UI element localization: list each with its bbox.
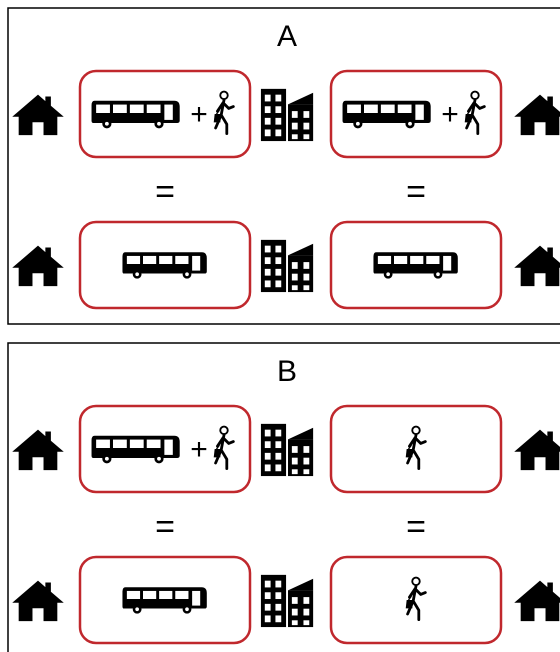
panel-title: A bbox=[277, 20, 297, 53]
bus-icon bbox=[122, 587, 207, 614]
equals-sign-left: = bbox=[155, 173, 175, 211]
house-icon bbox=[12, 580, 64, 622]
panel-b: B + = = bbox=[7, 342, 560, 652]
trip-box-right bbox=[329, 220, 503, 310]
trip-box-right bbox=[329, 555, 503, 645]
pedestrian-icon bbox=[463, 90, 486, 136]
bus-icon bbox=[91, 435, 180, 464]
equals-sign-right: = bbox=[406, 173, 426, 211]
panel-frame bbox=[7, 342, 560, 652]
city-buildings-icon bbox=[260, 574, 314, 628]
city-buildings-icon bbox=[260, 239, 314, 293]
city-buildings-icon bbox=[260, 423, 314, 477]
trip-box-right bbox=[329, 69, 503, 159]
trip-row: ++ bbox=[12, 69, 560, 159]
trip-row bbox=[12, 555, 560, 645]
trip-row: + bbox=[12, 404, 560, 494]
pedestrian-icon bbox=[404, 425, 427, 471]
house-icon bbox=[12, 429, 64, 471]
bus-icon bbox=[91, 100, 180, 129]
plus-sign: + bbox=[190, 433, 208, 466]
equals-sign-right: = bbox=[406, 508, 426, 546]
house-icon bbox=[12, 94, 64, 136]
house-icon bbox=[12, 245, 64, 287]
panel-title: B bbox=[277, 355, 297, 388]
bus-icon bbox=[342, 100, 431, 129]
trip-box-left bbox=[78, 69, 252, 159]
trip-box-right bbox=[329, 404, 503, 494]
city-buildings-icon bbox=[260, 88, 314, 142]
bus-icon bbox=[122, 252, 207, 279]
pedestrian-icon bbox=[404, 576, 427, 622]
house-icon bbox=[514, 94, 560, 136]
plus-sign: + bbox=[441, 98, 459, 131]
trip-box-left bbox=[78, 404, 252, 494]
house-icon bbox=[514, 580, 560, 622]
plus-sign: + bbox=[190, 98, 208, 131]
panel-a: A++== bbox=[7, 7, 560, 325]
bus-icon bbox=[373, 252, 458, 279]
trip-row bbox=[12, 220, 560, 310]
trip-box-left bbox=[78, 220, 252, 310]
trip-box-left bbox=[78, 555, 252, 645]
house-icon bbox=[514, 429, 560, 471]
equals-sign-left: = bbox=[155, 508, 175, 546]
house-icon bbox=[514, 245, 560, 287]
pedestrian-icon bbox=[212, 425, 235, 471]
pedestrian-icon bbox=[212, 90, 235, 136]
panel-frame bbox=[7, 7, 560, 325]
